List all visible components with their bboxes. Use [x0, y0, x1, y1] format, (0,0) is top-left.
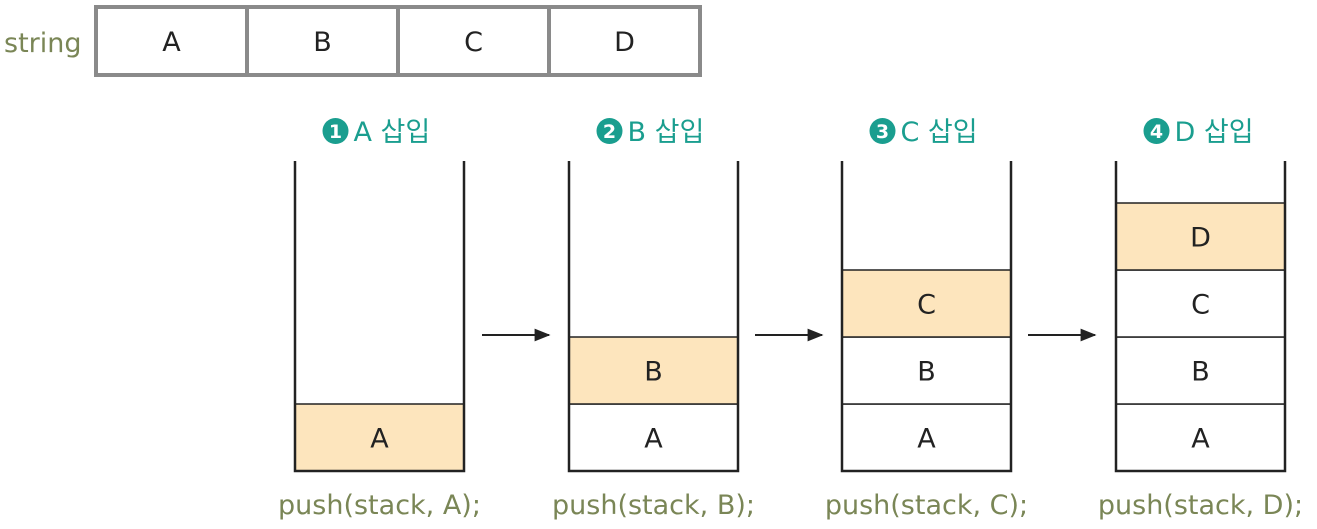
step-number-badge — [869, 118, 896, 144]
step-number-badge — [322, 118, 349, 144]
stack-cell-label: D — [1190, 223, 1211, 254]
step-title: D 삽입 — [1175, 117, 1254, 148]
string-array-label: string — [4, 28, 82, 59]
stack-cell — [568, 336, 739, 405]
stack-container — [293, 161, 466, 473]
stack-container — [567, 161, 740, 473]
push-call-caption: push(stack, C); — [825, 490, 1028, 521]
stack-cell — [1115, 269, 1286, 338]
push-call-caption: push(stack, A); — [278, 490, 481, 521]
step-number: 4 — [1150, 121, 1163, 143]
step-number: 1 — [329, 121, 342, 143]
stack-cell — [1115, 202, 1286, 271]
string-array-cell: A — [162, 27, 181, 58]
string-array-cell: B — [313, 27, 332, 58]
push-call-caption: push(stack, D); — [1098, 490, 1303, 521]
step-number-badge — [1143, 118, 1170, 144]
stack-cell-label: B — [644, 357, 663, 388]
step-number: 3 — [876, 121, 889, 143]
stack-cell-label: C — [917, 290, 936, 321]
stack-cell-label: A — [1191, 424, 1210, 455]
stack-cell-label: A — [644, 424, 663, 455]
step-title: C 삽입 — [901, 117, 978, 148]
stack-cell — [841, 269, 1012, 338]
step-number-badge — [596, 118, 623, 144]
string-array-cell: D — [614, 27, 635, 58]
stack-cell-label: A — [917, 424, 936, 455]
stack-cell-label: B — [917, 357, 936, 388]
string-array: string A B C D — [4, 5, 702, 77]
stack-cell-label: C — [1191, 290, 1210, 321]
stack-container — [1114, 161, 1287, 473]
string-array-cells: A B C D — [94, 5, 702, 77]
stack-container — [840, 161, 1013, 473]
string-array-cell: C — [464, 27, 483, 58]
step-title: B 삽입 — [628, 117, 705, 148]
stack-cell-label: A — [370, 424, 389, 455]
push-call-caption: push(stack, B); — [552, 490, 755, 521]
stack-cell-label: B — [1191, 357, 1210, 388]
step-number: 2 — [603, 121, 616, 143]
step-title: A 삽입 — [354, 117, 431, 148]
